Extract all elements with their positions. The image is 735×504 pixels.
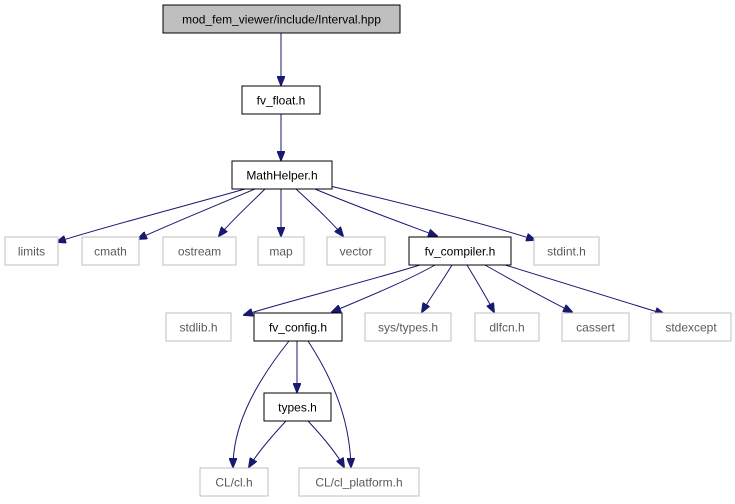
node-map: map — [257, 236, 305, 266]
svg-text:map: map — [269, 245, 293, 259]
node-cassert: cassert — [561, 312, 630, 342]
node-cl-cl-platform-h: CL/cl_platform.h — [298, 467, 420, 497]
node-cmath: cmath — [81, 236, 140, 266]
svg-text:CL/cl_platform.h: CL/cl_platform.h — [315, 476, 402, 490]
edge-types-to-cl_platform — [307, 420, 344, 467]
svg-text:cassert: cassert — [576, 321, 615, 335]
edge-types-to-cl — [249, 420, 287, 467]
node-stdexcept: stdexcept — [650, 312, 732, 342]
edge-fv_config-to-cl_platform — [307, 340, 351, 467]
node-sys-types-h: sys/types.h — [364, 312, 452, 342]
svg-text:fv_float.h: fv_float.h — [257, 94, 306, 108]
edge-fv_config-to-cl — [233, 340, 290, 467]
node-fv-float-h[interactable]: fv_float.h — [241, 85, 321, 115]
node-ostream: ostream — [162, 236, 237, 266]
svg-text:fv_compiler.h: fv_compiler.h — [425, 245, 496, 259]
edge-fv_compiler-to-stdexcept — [504, 264, 664, 314]
node-cl-cl-h: CL/cl.h — [199, 467, 269, 497]
svg-text:dlfcn.h: dlfcn.h — [489, 321, 524, 335]
edge-mathhelper-to-fv_compiler — [314, 188, 437, 236]
svg-text:fv_config.h: fv_config.h — [269, 321, 327, 335]
edge-mathhelper-to-limits — [57, 188, 246, 242]
node-stdlib-h: stdlib.h — [165, 312, 232, 342]
edge-fv_compiler-to-sys_types — [422, 264, 453, 312]
node-dlfcn-h: dlfcn.h — [474, 312, 540, 342]
edge-mathhelper-to-stdint — [329, 185, 535, 240]
edge-fv_compiler-to-cassert — [484, 264, 572, 312]
node-limits: limits — [4, 236, 59, 266]
svg-text:stdint.h: stdint.h — [547, 245, 586, 259]
node-types-h[interactable]: types.h — [263, 392, 332, 422]
edge-mathhelper-to-cmath — [138, 188, 256, 239]
svg-text:cmath: cmath — [94, 245, 127, 259]
node-mathhelper-h[interactable]: MathHelper.h — [231, 160, 333, 190]
svg-text:vector: vector — [340, 245, 373, 259]
node-stdint-h: stdint.h — [533, 236, 600, 266]
svg-text:stdlib.h: stdlib.h — [179, 321, 217, 335]
svg-text:limits: limits — [18, 245, 45, 259]
edge-fv_compiler-to-stdlib — [244, 264, 421, 315]
edge-fv_compiler-to-dlfcn — [466, 264, 494, 312]
node-interval-hpp[interactable]: mod_fem_viewer/include/Interval.hpp — [162, 4, 401, 34]
svg-text:MathHelper.h: MathHelper.h — [246, 169, 317, 183]
node-vector: vector — [326, 236, 386, 266]
node-fv-compiler-h[interactable]: fv_compiler.h — [408, 236, 512, 266]
svg-text:stdexcept: stdexcept — [665, 321, 717, 335]
svg-text:CL/cl.h: CL/cl.h — [215, 476, 252, 490]
edge-mathhelper-to-vector — [295, 188, 343, 236]
svg-text:mod_fem_viewer/include/Interva: mod_fem_viewer/include/Interval.hpp — [182, 13, 381, 27]
edge-fv_compiler-to-fv_config — [332, 264, 436, 312]
node-fv-config-h[interactable]: fv_config.h — [253, 312, 343, 342]
svg-text:types.h: types.h — [278, 401, 317, 415]
edge-mathhelper-to-ostream — [219, 188, 266, 236]
svg-text:ostream: ostream — [178, 245, 221, 259]
svg-text:sys/types.h: sys/types.h — [378, 321, 438, 335]
